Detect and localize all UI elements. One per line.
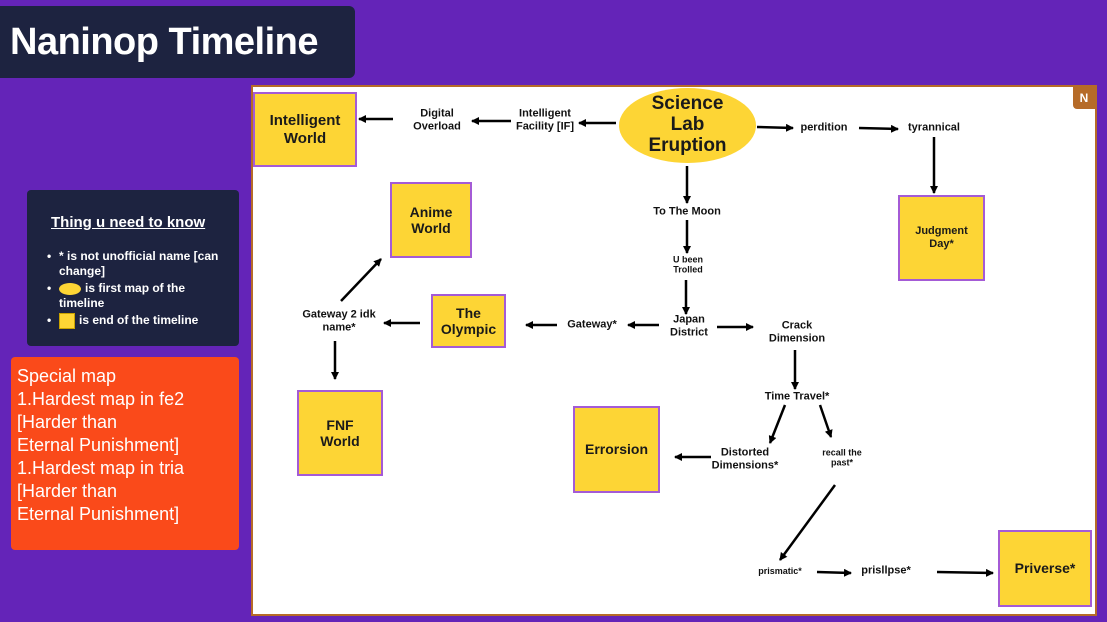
label-recall-the-past: recall the past*	[822, 447, 862, 468]
label-gateway: Gateway*	[567, 318, 617, 331]
node-priverse-label: Priverse*	[1014, 560, 1076, 577]
n-badge: N	[1073, 87, 1095, 109]
node-errorsion-label: Errorsion	[584, 441, 648, 458]
label-u-been-trolled: U been Trolled	[672, 254, 703, 275]
legend-panel: Thing u need to know * is not unofficial…	[27, 190, 239, 346]
edge-gateway2-to-anime	[340, 258, 382, 302]
label-prisllpse: prisllpse*	[861, 564, 911, 577]
label-gateway-2: Gateway 2 idk name*	[302, 308, 376, 333]
node-science-lab-eruption-label: Science Lab Eruption	[648, 93, 727, 156]
legend-item-first-map-text: is first map of the timeline	[59, 281, 186, 310]
edge-perdition-to-tyrannical	[858, 124, 899, 133]
edge-prismatic-to-prisllpse	[816, 568, 852, 577]
legend-heading: Thing u need to know	[51, 214, 206, 231]
node-errorsion: Errorsion	[573, 406, 660, 493]
node-anime-world: Anime World	[390, 182, 472, 258]
node-science-lab-eruption: Science Lab Eruption	[619, 88, 756, 163]
node-priverse: Priverse*	[998, 530, 1092, 607]
label-intelligent-facility: Intelligent Facility [IF]	[515, 107, 575, 132]
square-swatch-icon	[59, 313, 75, 329]
node-the-olympic-label: The Olympic	[440, 304, 497, 337]
special-line-2: 1.Hardest map in fe2	[17, 389, 185, 409]
special-map-panel: Special map 1.Hardest map in fe2 [Harder…	[11, 357, 239, 550]
label-distorted-dimensions: Distorted Dimensions*	[711, 446, 779, 471]
legend-item-unofficial: * is not unofficial name [can change]	[47, 249, 229, 279]
special-line-5: 1.Hardest map in tria	[17, 458, 185, 478]
page-title: Naninop Timeline	[10, 20, 319, 63]
node-fnf-world: FNF World	[297, 390, 383, 476]
label-perdition: perdition	[800, 121, 848, 134]
legend-list: * is not unofficial name [can change] is…	[47, 249, 229, 329]
special-line-1: Special map	[17, 366, 117, 386]
label-to-the-moon: To The Moon	[653, 205, 721, 218]
node-fnf-world-label: FNF World	[320, 416, 360, 449]
label-digital-overload: Digital Overload	[413, 107, 461, 132]
label-tyrannical: tyrannical	[908, 121, 960, 134]
title-banner: Naninop Timeline	[0, 6, 355, 78]
legend-item-end: is end of the timeline	[47, 313, 229, 329]
special-line-6: [Harder than	[17, 481, 118, 501]
edge-timetravel-to-distorted	[768, 404, 787, 444]
label-time-travel: Time Travel*	[764, 390, 830, 403]
timeline-board: N	[251, 85, 1097, 616]
label-prismatic: prismatic*	[758, 565, 802, 576]
legend-item-end-text: is end of the timeline	[79, 313, 199, 328]
node-anime-world-label: Anime World	[409, 203, 453, 236]
edge-recall-to-prismatic	[778, 484, 837, 561]
legend-item-unofficial-text: * is not unofficial name [can change]	[59, 249, 219, 278]
special-line-7: Eternal Punishment]	[17, 504, 180, 524]
node-intelligent-world-label: Intelligent World	[269, 112, 341, 147]
edge-prisllpse-to-priverse	[936, 568, 994, 577]
label-crack-dimension: Crack Dimension	[768, 319, 826, 344]
edge-timetravel-to-recall	[818, 404, 833, 438]
node-the-olympic: The Olympic	[431, 294, 506, 348]
special-line-3: [Harder than	[17, 412, 118, 432]
timeline-edges	[331, 115, 994, 577]
legend-item-first-map: is first map of the timeline	[47, 281, 229, 311]
special-line-4: Eternal Punishment]	[17, 435, 180, 455]
node-intelligent-world: Intelligent World	[253, 92, 357, 167]
label-japan-district: Japan District	[670, 313, 708, 338]
node-judgment-day: Judgment Day*	[898, 195, 985, 281]
edge-science-to-perdition	[756, 123, 794, 132]
node-judgment-day-label: Judgment Day*	[915, 225, 968, 250]
oval-swatch-icon	[59, 282, 81, 295]
